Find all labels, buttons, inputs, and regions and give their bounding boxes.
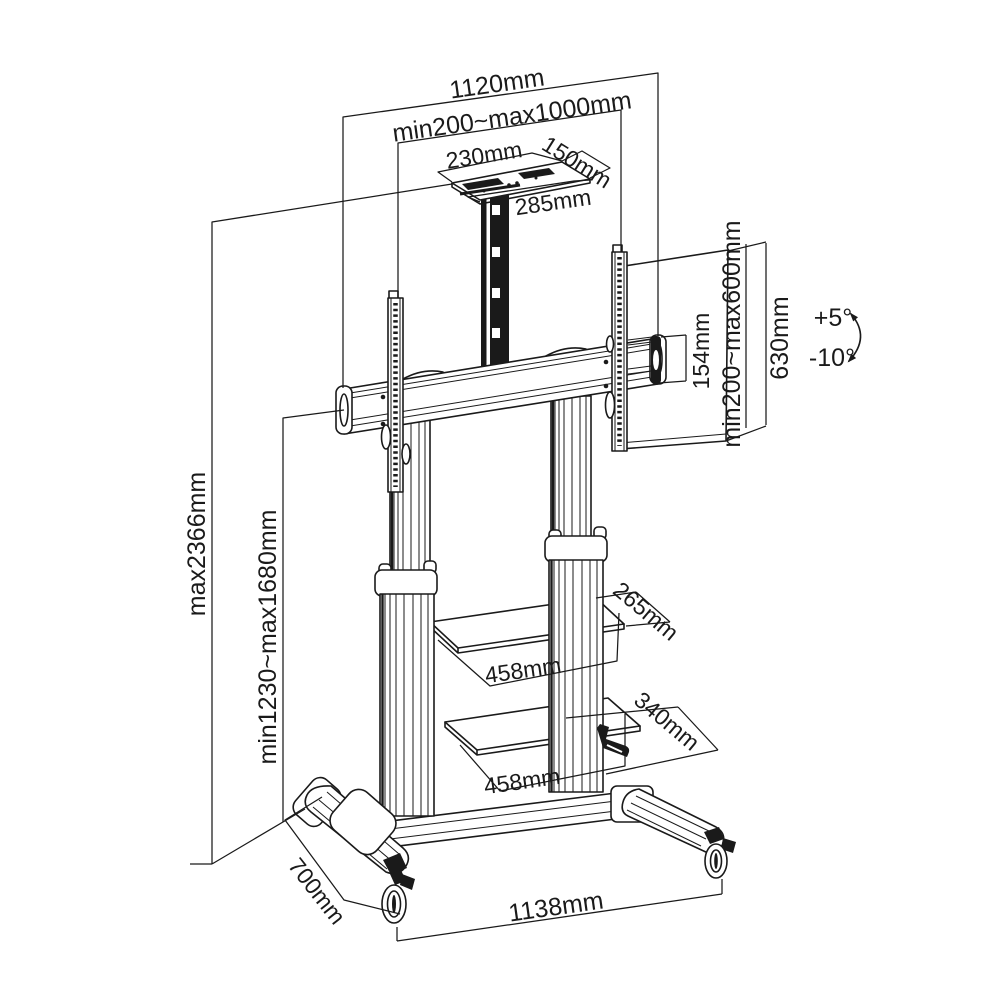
dim-shelf-lower-depth: 340mm <box>629 686 704 755</box>
tilt-angle-arrow-icon <box>847 312 862 363</box>
dim-shelf-upper-depth: 265mm <box>608 576 683 645</box>
dim-mount-height-range: min200~max600mm <box>718 220 746 447</box>
tilt-up-label: +5° <box>814 304 853 332</box>
dim-base-width: 1138mm <box>507 886 605 927</box>
right-caster <box>704 827 736 879</box>
right-leg <box>610 785 725 854</box>
dim-rail-height: 630mm <box>766 296 794 379</box>
dimension-lines <box>190 72 767 942</box>
left-leg <box>292 776 410 875</box>
tilt-down-label: -10° <box>809 344 855 372</box>
tilt-bracket <box>627 336 661 384</box>
center-pole <box>481 194 509 366</box>
dim-overall-width: 1120mm <box>448 63 546 104</box>
left-caster <box>381 853 415 924</box>
dim-height-range: min1230~max1680mm <box>254 510 282 765</box>
dim-bracket-height: 154mm <box>688 313 714 390</box>
dim-top-plate-width: 230mm <box>444 136 524 174</box>
left-vesa-rail <box>380 290 411 493</box>
top-mount-plate <box>451 161 591 205</box>
right-telescopic-column <box>544 395 608 793</box>
right-vesa-rail <box>604 244 628 452</box>
left-telescopic-column <box>374 419 438 817</box>
crank-handle <box>597 724 630 757</box>
dimension-labels: 1120mm min200~max1000mm 230mm 150mm 285m… <box>183 63 855 929</box>
dim-overall-height: max2366mm <box>183 472 211 617</box>
dim-shelf-lower-width: 458mm <box>482 763 562 799</box>
